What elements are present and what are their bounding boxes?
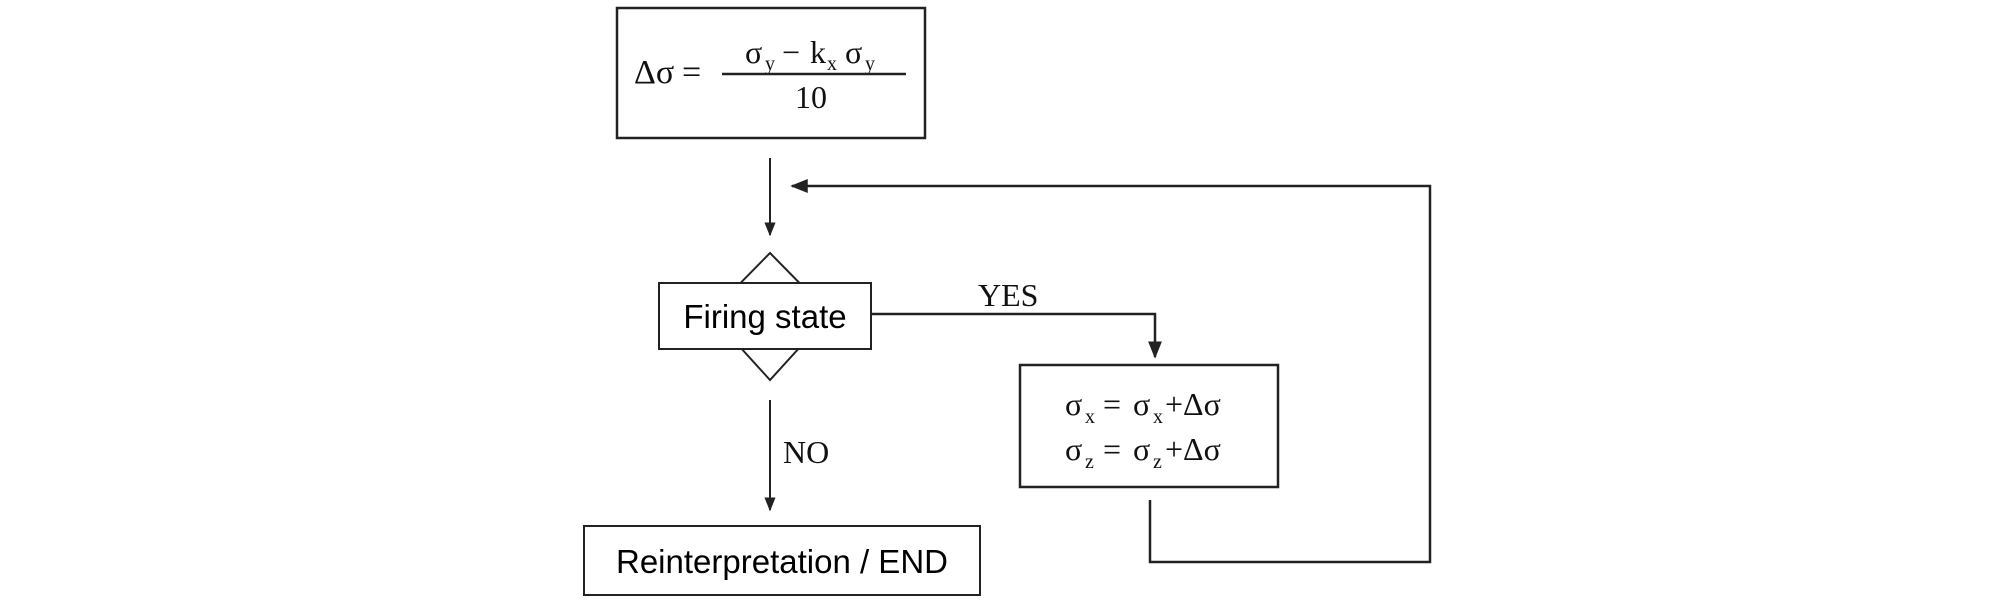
end-label: Reinterpretation / END <box>616 543 948 580</box>
update-line2-lhs: σ <box>1065 431 1082 467</box>
loop-return-line <box>790 179 1432 564</box>
update-line1-rhs-sub: x <box>1153 406 1163 428</box>
decision-label-box <box>658 282 872 350</box>
formula-denominator: 10 <box>795 79 827 115</box>
update-line2-eq: = <box>1103 431 1121 467</box>
formula-lhs: Δσ <box>634 54 674 91</box>
decision-label: Firing state <box>683 298 846 335</box>
update-line2-tail: +Δσ <box>1165 431 1221 467</box>
formula-box: Δσ = σ y − k x σ y 10 <box>615 6 927 140</box>
yes-branch-line <box>871 312 1162 359</box>
formula-numerator-sub-b: y <box>865 53 875 75</box>
update-line1-eq: = <box>1103 386 1121 422</box>
update-box: σ x = σ x +Δσ σ z = σ z +Δσ <box>1018 363 1280 489</box>
yes-label: YES <box>978 277 1038 313</box>
update-line1-tail: +Δσ <box>1165 386 1221 422</box>
formula-numerator-sigma-b: σ <box>845 34 862 70</box>
formula-numerator-sub-k: x <box>827 53 837 75</box>
formula-numerator-minus: − <box>782 34 800 70</box>
update-line1-lhs-sub: x <box>1085 406 1095 428</box>
formula-numerator-sigma-a: σ <box>745 34 762 70</box>
update-line1-lhs: σ <box>1065 386 1082 422</box>
update-line2-rhs-sub: z <box>1153 451 1162 473</box>
formula-equals: = <box>682 54 701 91</box>
decision-node: Firing state <box>658 251 872 382</box>
end-box: Reinterpretation / END <box>583 525 981 596</box>
update-box-frame <box>1018 363 1280 489</box>
update-line2-lhs-sub: z <box>1085 451 1094 473</box>
end-box-frame <box>583 525 981 596</box>
formula-numerator-sub-a: y <box>765 53 775 75</box>
update-line2-rhs: σ <box>1133 431 1150 467</box>
no-label: NO <box>783 434 829 470</box>
update-line1-rhs: σ <box>1133 386 1150 422</box>
formula-numerator-k: k <box>810 34 826 70</box>
